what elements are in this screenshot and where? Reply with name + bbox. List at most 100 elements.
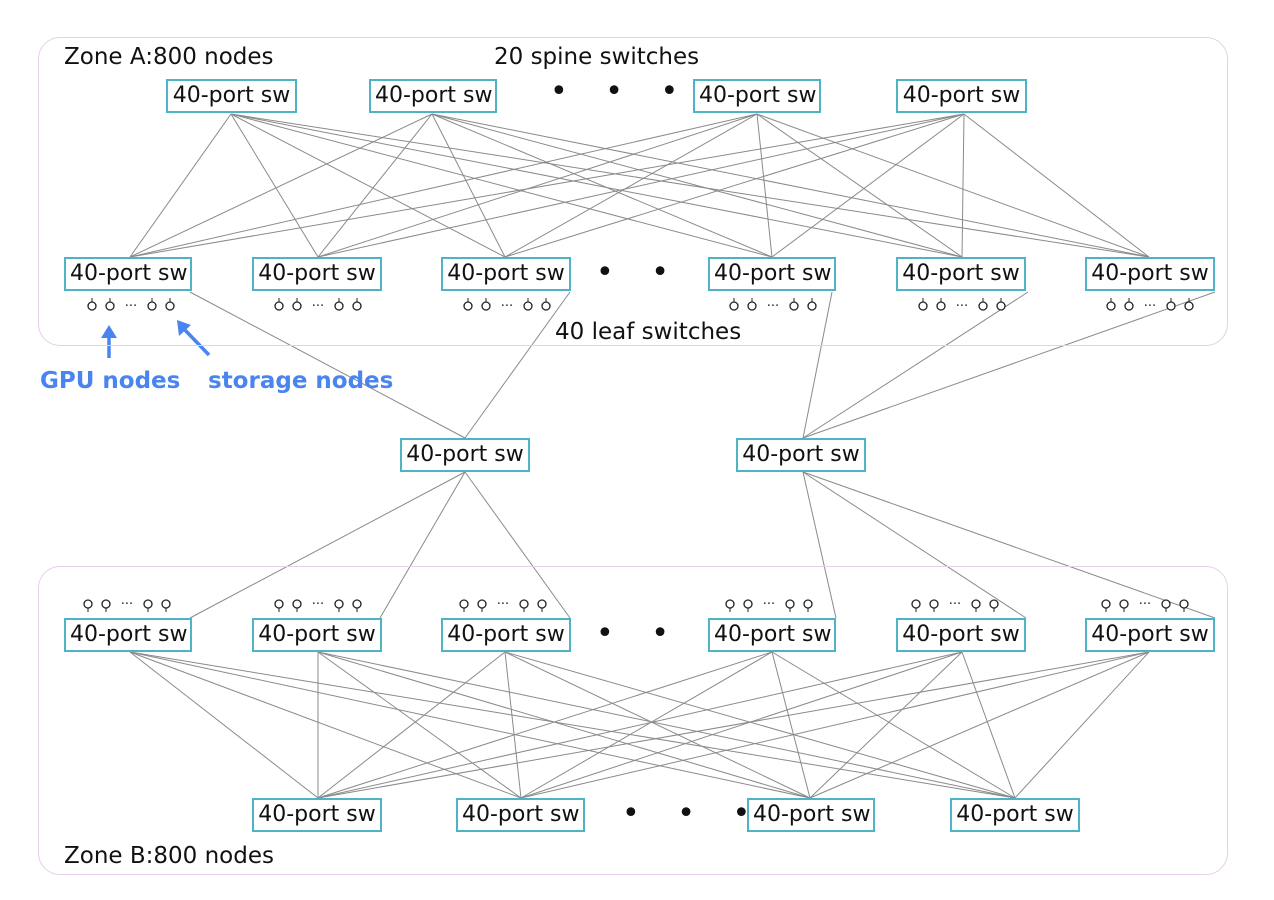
zone-b-spine-switch: 40-port sw: [252, 798, 382, 832]
network-link: [809, 651, 963, 799]
node-port-icon: [537, 599, 547, 609]
network-link: [317, 651, 506, 799]
port-ellipsis: ···: [121, 597, 133, 612]
node-port-icon: [334, 301, 344, 311]
node-port-icon: [101, 599, 111, 609]
port-ellipsis: ···: [1139, 597, 1151, 612]
node-port-icon: [541, 301, 551, 311]
network-link: [230, 113, 773, 258]
node-port-icon: [352, 301, 362, 311]
network-link: [504, 113, 758, 258]
node-port-icon: [936, 301, 946, 311]
network-link: [520, 651, 773, 799]
leaf-ellipsis: • • •: [596, 255, 739, 290]
network-link: [504, 113, 965, 258]
zone-b-label: Zone B:800 nodes: [64, 843, 274, 869]
network-link: [129, 113, 758, 258]
port-ellipsis: ···: [956, 299, 968, 314]
zone-a-spine-switch: 40-port sw: [166, 79, 297, 113]
network-link: [771, 651, 1016, 799]
node-port-icon: [292, 301, 302, 311]
node-port-icon: [1124, 301, 1134, 311]
node-port-icon: [352, 599, 362, 609]
port-ellipsis: ···: [312, 597, 324, 612]
node-port-icon: [1106, 301, 1116, 311]
network-link: [771, 651, 811, 799]
zone-a-leaf-switch: 40-port sw: [1085, 257, 1215, 291]
gpu-arrow-head-icon: [101, 325, 117, 338]
gpu-nodes-label: GPU nodes: [40, 368, 181, 394]
network-link: [189, 291, 466, 439]
network-link: [802, 291, 1216, 439]
network-link: [961, 651, 1016, 799]
zone-b-leaf-switch: 40-port sw: [252, 618, 382, 652]
network-link: [317, 651, 963, 799]
network-link: [230, 113, 963, 258]
network-link: [520, 651, 963, 799]
network-link: [802, 471, 1216, 619]
node-port-icon: [725, 599, 735, 609]
network-link: [802, 471, 1027, 619]
network-link: [963, 113, 1150, 258]
node-port-icon: [803, 599, 813, 609]
node-port-icon: [519, 599, 529, 609]
node-port-icon: [971, 599, 981, 609]
port-ellipsis: ···: [312, 299, 324, 314]
network-link: [756, 113, 773, 258]
network-link: [317, 651, 522, 799]
node-port-icon: [292, 599, 302, 609]
node-port-icon: [729, 301, 739, 311]
network-link: [317, 651, 1150, 799]
network-link: [1014, 651, 1150, 799]
network-link: [464, 471, 571, 619]
zone-b-leaf-ellipsis: • • •: [596, 616, 739, 651]
network-link: [771, 113, 965, 258]
network-link: [129, 651, 319, 799]
node-port-icon: [1119, 599, 1129, 609]
spine-count-label: 20 spine switches: [494, 44, 700, 70]
node-port-icon: [996, 301, 1006, 311]
node-port-icon: [911, 599, 921, 609]
node-port-icon: [978, 301, 988, 311]
node-port-icon: [481, 301, 491, 311]
core-switch: 40-port sw: [736, 438, 866, 472]
node-port-icon: [785, 599, 795, 609]
network-link: [129, 113, 232, 258]
node-port-icon: [1166, 301, 1176, 311]
network-link: [317, 651, 811, 799]
network-link: [317, 651, 1016, 799]
zone-a-label: Zone A:800 nodes: [64, 44, 274, 70]
network-link: [379, 471, 466, 619]
network-link: [431, 113, 963, 258]
port-ellipsis: ···: [767, 299, 779, 314]
network-link: [230, 113, 506, 258]
network-link: [317, 113, 433, 258]
network-link: [129, 113, 433, 258]
node-port-icon: [807, 301, 817, 311]
zone-a-spine-switch: 40-port sw: [693, 79, 821, 113]
node-port-icon: [918, 301, 928, 311]
network-link: [431, 113, 1150, 258]
node-port-icon: [147, 301, 157, 311]
node-port-icon: [83, 599, 93, 609]
network-link: [230, 113, 1150, 258]
node-port-icon: [459, 599, 469, 609]
network-link: [431, 113, 506, 258]
zone-a-spine-switch: 40-port sw: [369, 79, 497, 113]
network-link: [520, 651, 1150, 799]
network-link: [802, 291, 1029, 439]
zone-a-region: [38, 37, 1228, 346]
network-link: [809, 651, 1150, 799]
port-ellipsis: ···: [501, 299, 513, 314]
network-link: [504, 651, 522, 799]
node-port-icon: [1161, 599, 1171, 609]
port-ellipsis: ···: [1144, 299, 1156, 314]
zone-a-leaf-switch: 40-port sw: [252, 257, 382, 291]
node-port-icon: [463, 301, 473, 311]
zone-a-leaf-switch: 40-port sw: [64, 257, 192, 291]
network-link: [129, 113, 965, 258]
node-port-icon: [1179, 599, 1189, 609]
zone-b-leaf-switch: 40-port sw: [441, 618, 571, 652]
network-link: [504, 651, 811, 799]
leaf-count-label: 40 leaf switches: [555, 319, 742, 345]
